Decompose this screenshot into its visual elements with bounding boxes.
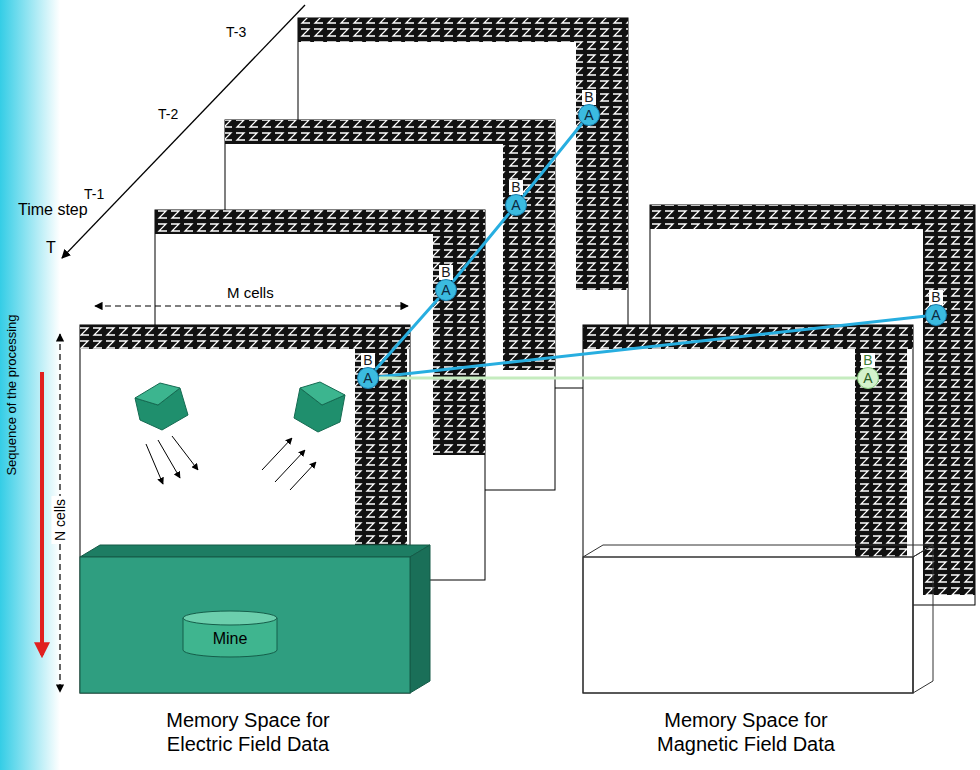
field-cell: BA [435,265,457,301]
field-cell: BA [857,353,879,389]
wave-arrow [172,436,198,470]
wave-arrow [158,440,180,478]
cell-grid [576,18,628,290]
cell-link [454,214,509,280]
field-cell: BA [925,290,947,326]
cell-marker-a: A [857,367,879,389]
axis-label: T-2 [158,106,178,123]
cell-marker-a: A [925,304,947,326]
wave-arrow [262,438,292,470]
axis-label-vertical: Sequence of the processing [4,314,20,475]
field-cell: BA [505,180,527,216]
wave-arrow [275,450,305,482]
cell-label-b: B [929,290,942,305]
cell-marker-a: A [357,367,379,389]
wave-arrow [290,462,316,490]
cell-label-b: B [861,353,874,368]
cell-grid [503,120,555,370]
cell-grid [855,325,907,557]
antenna [135,383,180,405]
mine-top [183,611,277,625]
cell-link [524,124,582,195]
ground-side [410,545,430,693]
cell-label-b: B [509,180,522,195]
cell-grid [355,325,407,557]
frame-outline [583,325,913,693]
cell-label-b: B [582,90,595,105]
cell-label-b: B [439,265,452,280]
field-cell: BA [357,353,379,389]
memory-caption: Memory Space for Electric Field Data [138,708,358,756]
axis-label: T-1 [84,186,104,203]
cell-link [380,377,856,380]
axis-label: T-3 [226,24,246,41]
ground-top [80,545,430,557]
mine-cylinder: Mine [182,610,278,658]
cell-link [376,299,438,369]
time-axis [62,5,305,258]
axis-label: M cells [227,284,274,302]
field-cell: BA [578,90,600,126]
cell-link [380,316,924,376]
mine-label: Mine [182,630,278,648]
antenna [300,382,345,405]
frame-outline [80,325,410,693]
cell-label-b: B [361,353,374,368]
sequence-arrow [40,372,44,655]
memory-caption: Memory Space for Magnetic Field Data [636,708,856,756]
cell-marker-a: A [578,104,600,126]
axis-label-vertical: N cells [52,496,69,544]
ground-region [80,557,410,693]
dimension-line [95,305,408,306]
empty-region-side [913,545,933,693]
side-band [0,0,60,770]
wave-arrow [146,444,163,484]
empty-region-top [583,545,933,557]
cell-grid [923,205,975,595]
cell-grid [433,210,485,455]
cell-marker-a: A [505,194,527,216]
cell-marker-a: A [435,279,457,301]
empty-region [583,557,913,693]
axis-label: Time step [18,200,88,219]
axis-label: T [46,238,56,257]
